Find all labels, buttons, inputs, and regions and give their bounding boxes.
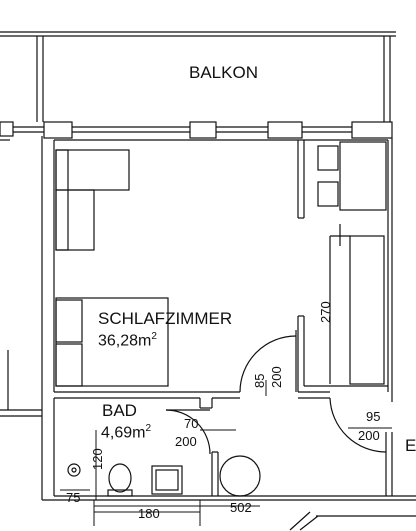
window-strip bbox=[0, 121, 393, 139]
dim-door-right-width: 95 bbox=[366, 409, 381, 424]
shower-head bbox=[67, 463, 81, 477]
room-name-balkon: BALKON bbox=[189, 63, 258, 82]
dim-door-main-width: 85 bbox=[252, 373, 267, 388]
dim-window-bath: 120 bbox=[90, 448, 105, 470]
lower-right-room bbox=[289, 511, 416, 531]
dim-door-right-height: 200 bbox=[358, 428, 380, 443]
bathroom-door bbox=[165, 409, 211, 455]
bed bbox=[55, 297, 169, 387]
dim-width-502: 502 bbox=[230, 500, 252, 515]
area-value: 36,28m bbox=[98, 332, 152, 350]
room-name-schlafzimmer: SCHLAFZIMMER bbox=[98, 309, 233, 328]
dim-door-bath-width: 70 bbox=[184, 416, 199, 431]
area-unit-sup: 2 bbox=[145, 423, 152, 434]
dimension-lines bbox=[60, 380, 392, 526]
right-door bbox=[329, 397, 387, 453]
dim-width-180: 180 bbox=[138, 506, 160, 521]
room-area-schlafzimmer: 36,28m2 bbox=[98, 331, 157, 350]
dim-fixture-75: 75 bbox=[66, 490, 81, 505]
area-unit-sup: 2 bbox=[151, 331, 157, 342]
bedroom-door bbox=[239, 330, 297, 393]
washbasin bbox=[151, 465, 183, 495]
room-area-bad: 4,69m2 bbox=[101, 423, 151, 442]
edge-label: E bbox=[405, 436, 416, 455]
dim-wardrobe-depth: 270 bbox=[318, 301, 333, 323]
dim-door-main-height: 200 bbox=[269, 366, 284, 388]
wardrobe bbox=[329, 224, 385, 385]
balcony-outline bbox=[0, 31, 396, 122]
area-value: 4,69m bbox=[101, 424, 146, 442]
walls bbox=[0, 136, 416, 501]
shower bbox=[219, 455, 261, 497]
room-name-bad: BAD bbox=[102, 401, 137, 420]
toilet bbox=[107, 463, 133, 497]
desk bbox=[317, 141, 387, 211]
dim-door-bath-height: 200 bbox=[175, 434, 197, 449]
sofa bbox=[55, 149, 130, 251]
